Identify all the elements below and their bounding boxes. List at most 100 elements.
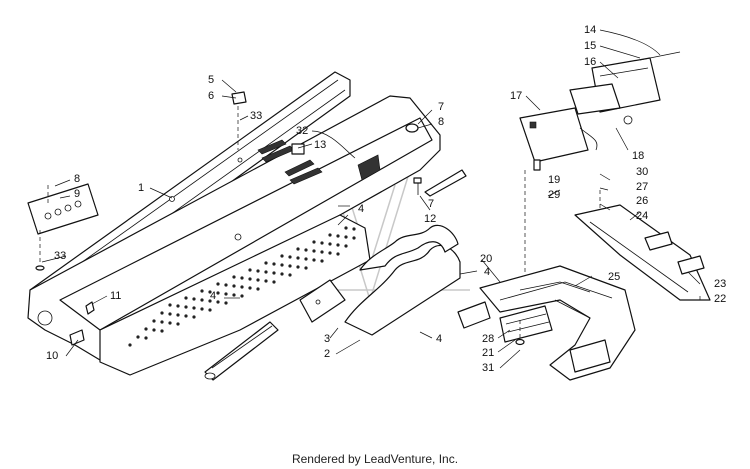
bolt-part-12 [413, 177, 422, 195]
clip-part-5-6 [231, 91, 247, 150]
callout-4: 4 [358, 203, 364, 215]
perforation-hole [280, 272, 284, 276]
plate-part-9 [27, 183, 99, 235]
perforation-hole [312, 249, 316, 253]
perforation-hole [216, 291, 220, 295]
perforation-hole [224, 301, 228, 305]
perforation-hole [240, 285, 244, 289]
perforation-hole [160, 311, 164, 315]
perforation-hole [312, 240, 316, 244]
callout-32: 32 [296, 125, 308, 137]
perforation-hole [200, 298, 204, 302]
callout-17: 17 [510, 90, 522, 102]
perforation-hole [232, 275, 236, 279]
perforation-hole [280, 263, 284, 267]
callout-11: 11 [110, 290, 121, 302]
callout-2: 2 [324, 348, 330, 360]
callout-33: 33 [250, 110, 262, 122]
perforation-hole [240, 276, 244, 280]
perforation-hole [240, 294, 244, 298]
perforation-hole [328, 233, 332, 237]
callout-21: 21 [482, 347, 494, 359]
perforation-hole [248, 268, 252, 272]
tread-strip [204, 321, 279, 381]
callout-8: 8 [74, 173, 80, 185]
perforation-hole [184, 305, 188, 309]
callout-4: 4 [484, 266, 490, 278]
washer-part-33 [35, 230, 45, 271]
perforation-hole [336, 252, 340, 256]
perforation-hole [224, 283, 228, 287]
flap-weight-part-22-23 [644, 231, 705, 275]
callout-25: 25 [608, 271, 620, 283]
perforation-hole [176, 304, 180, 308]
perforation-hole [312, 258, 316, 262]
callout-30: 30 [636, 166, 648, 178]
perforation-hole [264, 270, 268, 274]
perforation-hole [344, 226, 348, 230]
side-panel-part-4 [99, 214, 371, 376]
perforation-hole [168, 303, 172, 307]
perforation-hole [328, 251, 332, 255]
leader-lines [41, 29, 701, 369]
callout-22: 22 [714, 293, 726, 305]
perforation-hole [232, 293, 236, 297]
callout-13: 13 [314, 139, 326, 151]
perforation-hole [304, 248, 308, 252]
perforation-hole [152, 319, 156, 323]
perforation-hole [192, 315, 196, 319]
callout-1: 1 [138, 182, 144, 194]
perforation-hole [160, 329, 164, 333]
flap-part [424, 169, 467, 197]
perforation-hole [296, 247, 300, 251]
perforation-hole [192, 306, 196, 310]
perforation-hole [296, 265, 300, 269]
callout-20: 20 [480, 253, 492, 265]
callout-24: 24 [636, 210, 648, 222]
perforation-hole [288, 255, 292, 259]
perforation-hole [176, 313, 180, 317]
bracket-part-3 [299, 279, 346, 323]
perforation-hole [264, 261, 268, 265]
perforation-hole [320, 241, 324, 245]
perforation-hole [304, 257, 308, 261]
perforation-hole [184, 314, 188, 318]
perforation-hole [184, 296, 188, 300]
callout-33: 33 [54, 250, 66, 262]
grommet-part-7-8 [405, 123, 419, 133]
perforation-hole [144, 327, 148, 331]
perforation-hole [208, 299, 212, 303]
callout-8: 8 [438, 116, 444, 128]
perforation-hole [344, 244, 348, 248]
perforation-hole [288, 264, 292, 268]
bolt-part-13 [291, 143, 305, 155]
perforation-hole [232, 284, 236, 288]
perforation-hole [256, 269, 260, 273]
perforation-hole [272, 271, 276, 275]
step-pad-part-21 [457, 301, 611, 373]
render-credit: Rendered by LeadVenture, Inc. [291, 452, 459, 466]
callout-27: 27 [636, 181, 648, 193]
callout-31: 31 [482, 362, 494, 374]
perforation-hole [168, 321, 172, 325]
perforation-hole [144, 336, 148, 340]
edge-trim-part-2 [344, 224, 461, 336]
perforation-hole [328, 242, 332, 246]
perforation-hole [272, 280, 276, 284]
perforation-hole [192, 297, 196, 301]
connector-part-19 [524, 159, 541, 280]
callout-16: 16 [584, 56, 596, 68]
perforation-hole [216, 282, 220, 286]
bolt-part-28-31 [515, 320, 525, 346]
callout-19: 19 [548, 174, 560, 186]
perforation-hole [288, 273, 292, 277]
perforation-hole [336, 234, 340, 238]
perforation-hole [224, 292, 228, 296]
perforation-hole [344, 235, 348, 239]
callout-14: 14 [584, 24, 596, 36]
perforation-hole [264, 279, 268, 283]
perforation-hole [208, 290, 212, 294]
perforation-hole [304, 266, 308, 270]
perforation-hole [208, 308, 212, 312]
perforation-hole [256, 278, 260, 282]
